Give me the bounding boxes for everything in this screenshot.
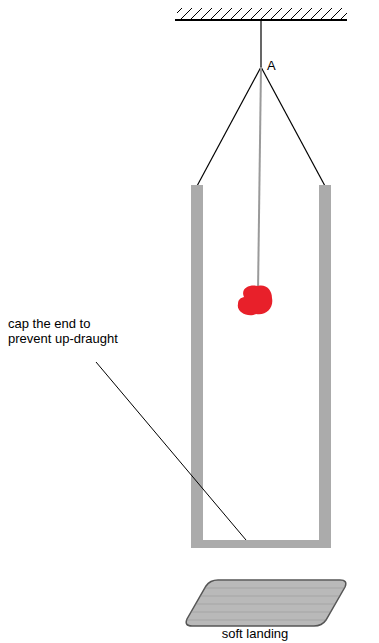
tube-string [197, 67, 261, 186]
leader-line [96, 362, 246, 540]
cushion-texture [186, 580, 346, 626]
pendulum-thread [258, 67, 261, 292]
soft-cushion [186, 580, 346, 626]
point-label: A [267, 58, 276, 73]
red-blob [238, 285, 273, 315]
tube-string [261, 67, 325, 186]
tube [191, 185, 331, 548]
note-label: cap the end to prevent up-draught [8, 316, 120, 346]
caption-label: soft landing [195, 626, 315, 641]
ceiling-hatch [177, 8, 347, 20]
suspension-string [260, 20, 261, 67]
